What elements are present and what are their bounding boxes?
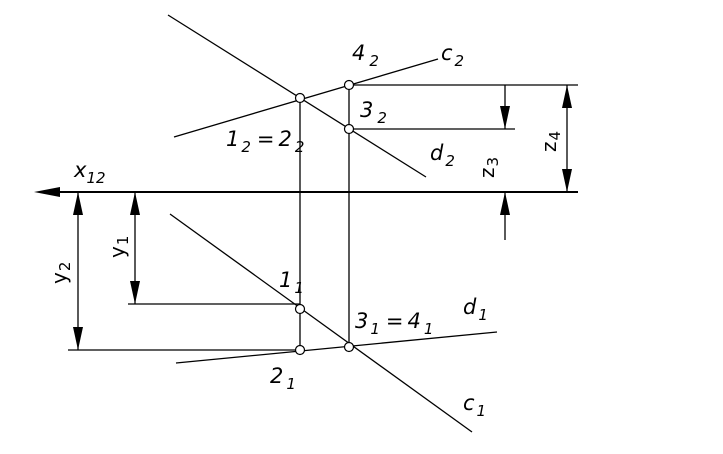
axis-label-x12: x12	[73, 158, 106, 187]
dimension-label-y2: y2	[47, 262, 74, 284]
dimension-label-y1: y1	[105, 236, 132, 258]
point-3-1-4-1	[343, 341, 355, 353]
line-c1	[169, 213, 473, 433]
dimension-label-z3: z3	[475, 157, 502, 178]
point-2-1	[294, 344, 306, 356]
line-c2	[173, 58, 439, 138]
point-1-2-2-2	[294, 92, 306, 104]
point-3-2	[343, 123, 355, 135]
line-d1	[175, 331, 498, 364]
dimension-y2-arrow-top	[73, 192, 83, 215]
x12-axis-arrowhead	[34, 187, 60, 197]
dimension-z4-arrow-top	[562, 85, 572, 108]
point-4-2	[343, 79, 355, 91]
dimension-z3-arrow-bottom	[500, 192, 510, 215]
dimension-y2-arrow-bottom	[73, 327, 83, 350]
dimension-z4-arrow-bottom	[562, 169, 572, 192]
dimension-y1-arrow-bottom	[130, 281, 140, 304]
dimension-label-z4: z4	[537, 131, 564, 152]
dimension-z3-arrow-top	[500, 106, 510, 129]
dimension-y1-arrow-top	[130, 192, 140, 215]
point-1-1	[294, 303, 306, 315]
